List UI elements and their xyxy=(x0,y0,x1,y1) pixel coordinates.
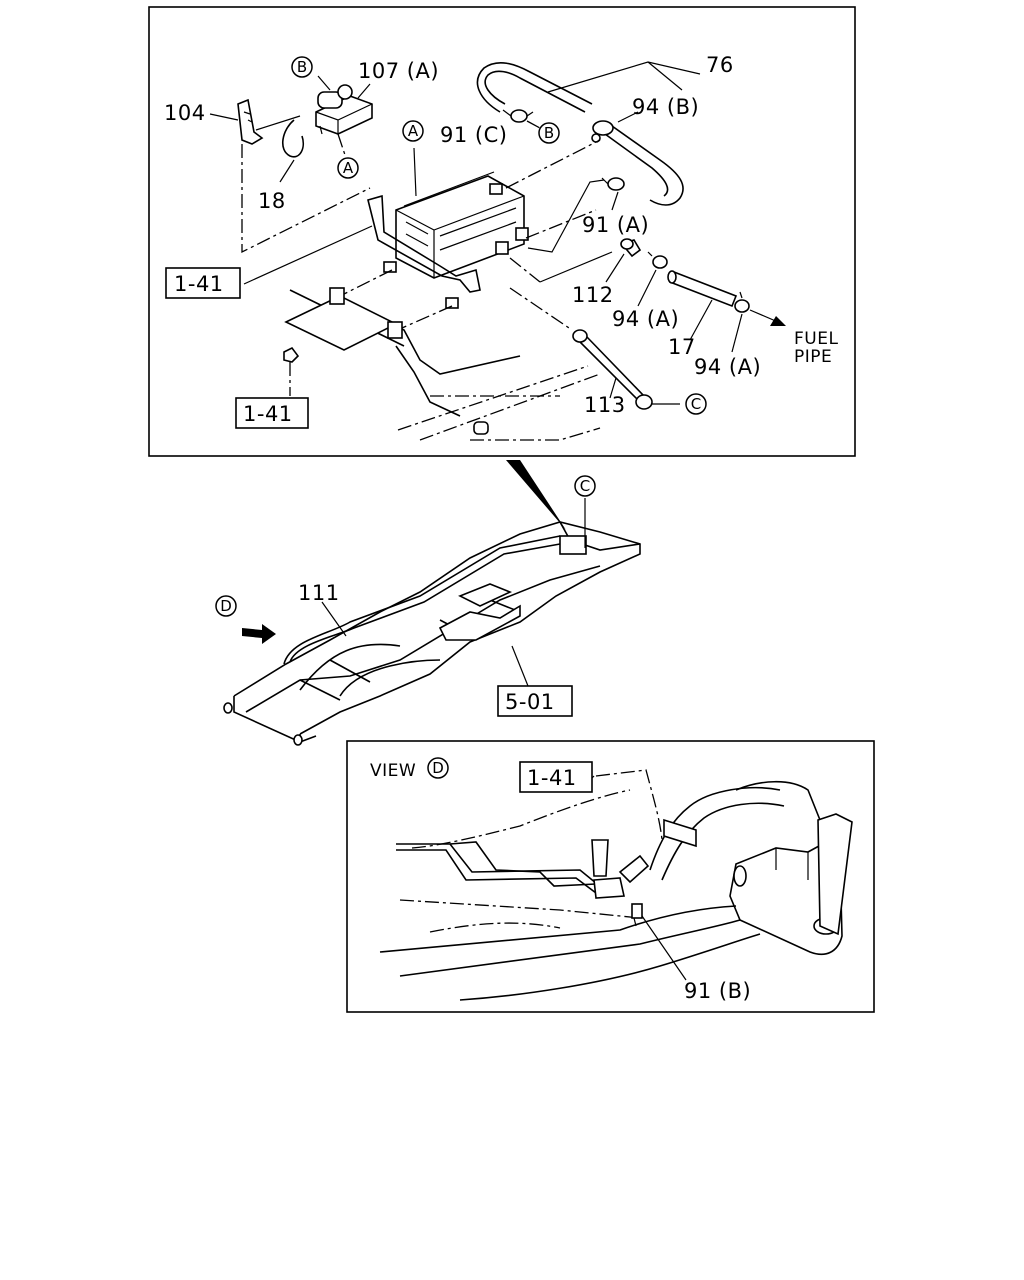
ref-box-2: 1-41 xyxy=(235,397,309,429)
hose-18 xyxy=(282,119,305,158)
leader-107a xyxy=(357,83,371,99)
leader-18 xyxy=(279,159,295,183)
leader-94a-1 xyxy=(637,269,657,307)
leader-canister-pipe xyxy=(527,179,605,253)
clamp-94a-1 xyxy=(647,251,668,269)
label-pipe: PIPE xyxy=(794,347,832,367)
dash-canister-91a xyxy=(525,209,597,239)
clamp-91a xyxy=(601,177,625,191)
bracket-104 xyxy=(237,98,264,145)
dash-113 xyxy=(509,287,573,331)
leader-104 xyxy=(209,113,239,121)
hose-17 xyxy=(667,270,738,308)
leader-112 xyxy=(605,253,625,283)
leader-113 xyxy=(609,377,617,399)
label-111: 111 xyxy=(298,581,340,605)
leader-94a-2 xyxy=(731,313,743,353)
fitting-112 xyxy=(620,238,642,258)
chassis-frame xyxy=(223,521,641,746)
circle-c-1: C xyxy=(685,393,707,415)
leader-ref1 xyxy=(243,225,373,285)
label-91b: 91 (B) xyxy=(684,979,751,1003)
circle-c-2: C xyxy=(574,475,596,497)
clamp-94a-2 xyxy=(734,291,750,313)
dash-bracket xyxy=(241,144,371,254)
leader-a-canister xyxy=(413,147,417,197)
clamp-91c xyxy=(502,109,534,123)
dash-91c-b xyxy=(526,120,541,129)
label-17: 17 xyxy=(668,335,696,359)
dash-bolt2 xyxy=(401,305,453,329)
circle-a-2-text: A xyxy=(343,159,354,177)
leader-94b xyxy=(617,111,639,123)
label-113: 113 xyxy=(584,393,626,417)
bolts xyxy=(283,261,459,363)
dash-canister-112 xyxy=(509,257,541,283)
leader-91b xyxy=(641,915,687,981)
dash-valve-a xyxy=(337,133,346,156)
ref-box-1-text: 1-41 xyxy=(174,272,224,296)
view-d-arrow xyxy=(242,624,276,644)
label-view: VIEW xyxy=(370,761,416,781)
clamp-94b xyxy=(591,120,614,143)
leader-76b xyxy=(647,61,683,91)
ref-box-4-text: 1-41 xyxy=(527,766,577,790)
label-fuel: FUEL xyxy=(794,329,838,349)
dash-bolt1 xyxy=(343,269,393,295)
ref-box-3: 5-01 xyxy=(497,685,573,717)
label-18: 18 xyxy=(258,189,286,213)
label-104: 104 xyxy=(164,101,206,125)
leader-501 xyxy=(511,645,529,687)
dash-canister-94b xyxy=(505,139,601,189)
arrow-fuel-head xyxy=(770,316,786,326)
top-frame-sketch xyxy=(284,289,601,441)
circle-b-1-text: B xyxy=(297,58,307,76)
circle-d-2: D xyxy=(427,757,449,779)
canister xyxy=(395,171,529,279)
circle-d-2-text: D xyxy=(432,759,444,777)
label-94a-1: 94 (A) xyxy=(612,307,679,331)
circle-a-1-text: A xyxy=(408,122,419,140)
label-107a: 107 (A) xyxy=(358,59,439,83)
circle-d-1-text: D xyxy=(220,597,232,615)
line-112 xyxy=(539,251,613,283)
circle-c-1-text: C xyxy=(691,395,701,413)
line-104-valve xyxy=(255,115,301,131)
pipe-113 xyxy=(572,329,653,410)
view-d-sketch xyxy=(379,769,853,1001)
leader-b-valve xyxy=(317,75,331,91)
circle-b-2-text: B xyxy=(544,124,554,142)
ref-box-2-text: 1-41 xyxy=(243,402,293,426)
circle-c-2-text: C xyxy=(580,477,590,495)
leader-17 xyxy=(689,299,713,341)
circle-b-1: B xyxy=(291,56,313,78)
label-76: 76 xyxy=(706,53,734,77)
label-94b: 94 (B) xyxy=(632,95,699,119)
label-91c: 91 (C) xyxy=(440,123,507,147)
pointer-wedge xyxy=(506,460,566,530)
circle-b-2: B xyxy=(538,122,560,144)
label-94a-2: 94 (A) xyxy=(694,355,761,379)
circle-a-1: A xyxy=(402,120,424,142)
breather-pipe-76 xyxy=(476,61,684,206)
ref-box-1: 1-41 xyxy=(165,267,241,299)
canister-bracket xyxy=(367,194,481,293)
leader-111 xyxy=(321,601,347,637)
arrow-fuel-line xyxy=(749,309,779,323)
circle-a-2: A xyxy=(337,157,359,179)
ref-box-3-text: 5-01 xyxy=(505,690,555,714)
circle-d-1: D xyxy=(215,595,237,617)
ref-box-4: 1-41 xyxy=(519,761,593,793)
valve-107a xyxy=(315,84,373,135)
label-91a: 91 (A) xyxy=(582,213,649,237)
label-112: 112 xyxy=(572,283,614,307)
leader-91a xyxy=(611,191,619,211)
